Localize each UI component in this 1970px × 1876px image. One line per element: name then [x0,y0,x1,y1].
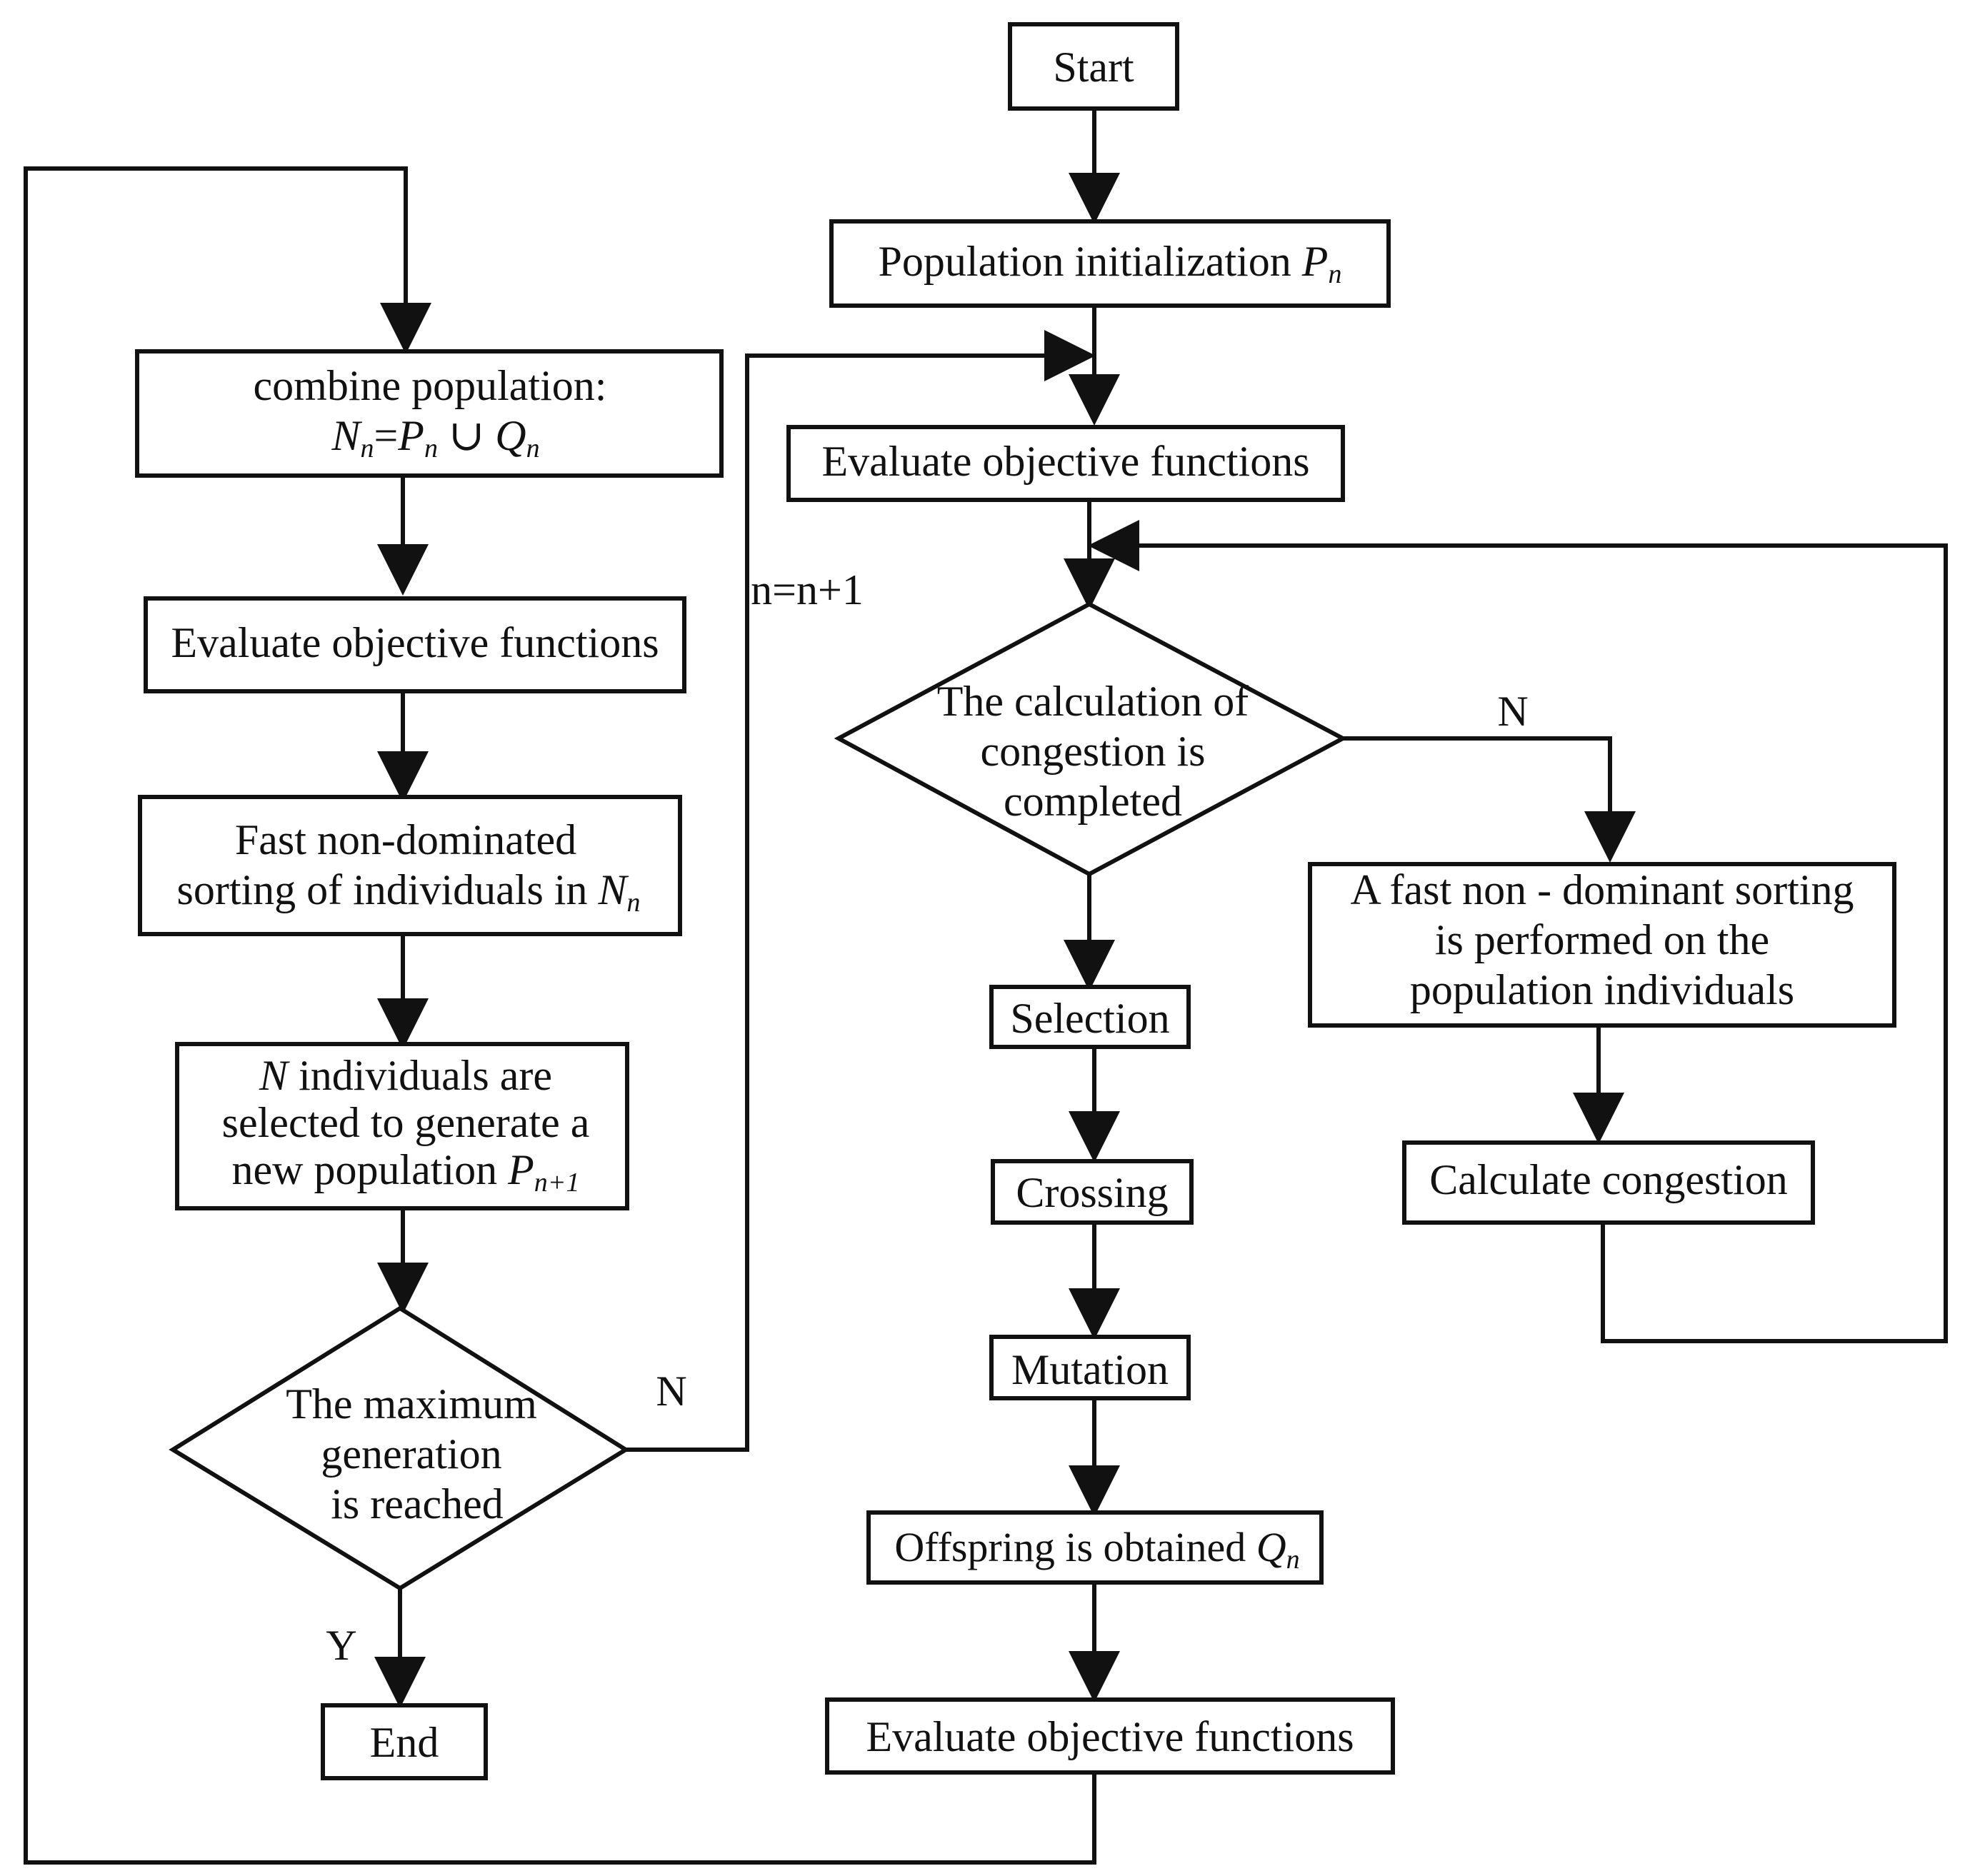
combine-line1: combine population: [254,362,607,409]
select-n-line1: N individuals are [259,1052,552,1099]
offspring-label: Offspring is obtained Qn [894,1524,1299,1575]
max-gen-no-label: N [656,1368,686,1415]
evaluate-left-label: Evaluate objective functions [171,619,659,666]
fast-sort-left-line2: sorting of individuals in Nn [176,866,640,918]
edge-eval-loop-to-combine [24,166,1096,1865]
connectors [24,109,1948,1865]
calc-congestion-node: Calculate congestion [1402,1140,1815,1225]
congestion-check-line1: The calculation of [937,678,1249,725]
calc-congestion-label: Calculate congestion [1429,1156,1788,1203]
selection-node: Selection [989,985,1191,1049]
evaluate-left-node: Evaluate objective functions [144,596,686,693]
start-node: Start [1008,22,1179,111]
max-gen-yes-label: Y [326,1622,356,1669]
combine-formula: Nn=Pn ∪ Qn [331,412,539,463]
congestion-check-decision: The calculation of congestion is complet… [834,601,1348,877]
fast-sort-left-node: Fast non-dominated sorting of individual… [138,795,682,936]
congestion-no-label: N [1497,688,1528,735]
edge-congestion-no-to-fast-sort [1343,736,1636,863]
edge-max-gen-no-loop [626,330,1096,1452]
offspring-node: Offspring is obtained Qn [866,1510,1324,1585]
crossing-label: Crossing [1016,1169,1168,1216]
edge-calc-congestion-loop-back [1088,520,1948,1343]
select-n-node: N individuals are selected to generate a… [175,1042,629,1210]
fast-sort-right-line2: is performed on the [1435,916,1769,963]
mutation-label: Mutation [1011,1346,1169,1393]
max-gen-decision: The maximum generation is reached [169,1305,630,1591]
max-gen-line1: The maximum [286,1380,537,1428]
selection-label: Selection [1010,995,1169,1042]
congestion-check-line3: completed [1004,778,1182,825]
crossing-node: Crossing [991,1159,1194,1225]
population-init-label: Population initialization Pn [879,238,1342,289]
start-label: Start [1053,44,1134,91]
mutation-node: Mutation [989,1335,1191,1400]
evaluate-bottom-node: Evaluate objective functions [825,1697,1395,1775]
select-n-line2: selected to generate a [222,1099,590,1146]
end-node: End [321,1703,488,1780]
congestion-check-line2: congestion is [981,728,1206,775]
fast-sort-right-node: A fast non - dominant sorting is perform… [1308,862,1896,1028]
fast-sort-right-line3: population individuals [1410,966,1794,1013]
evaluate-top-node: Evaluate objective functions [786,425,1345,502]
fast-sort-left-line1: Fast non-dominated [235,816,576,863]
max-gen-line2: generation [321,1430,501,1478]
evaluate-top-label: Evaluate objective functions [821,438,1309,485]
max-gen-line3: is reached [331,1480,504,1528]
combine-node: combine population: Nn=Pn ∪ Qn [135,349,724,478]
increment-label: n=n+1 [751,566,864,613]
fast-sort-right-line1: A fast non - dominant sorting [1351,866,1854,913]
end-label: End [370,1719,439,1766]
select-n-line3: new population Pn+1 [232,1146,580,1198]
population-init-node: Population initialization Pn [829,219,1391,308]
evaluate-bottom-label: Evaluate objective functions [866,1713,1354,1760]
